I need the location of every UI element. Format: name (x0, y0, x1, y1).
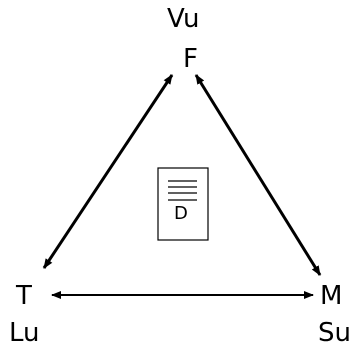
node-top-label: F (183, 44, 198, 74)
document-icon (157, 167, 209, 241)
document-letter: D (174, 203, 188, 224)
node-top-upper-label: Vu (167, 4, 200, 34)
node-right-label: M (320, 281, 343, 311)
node-right-lower-label: Su (318, 318, 351, 348)
node-left-label: T (16, 281, 32, 311)
edge-f-t (42, 74, 174, 269)
node-left-lower-label: Lu (9, 318, 40, 348)
edge-f-m (194, 74, 322, 276)
